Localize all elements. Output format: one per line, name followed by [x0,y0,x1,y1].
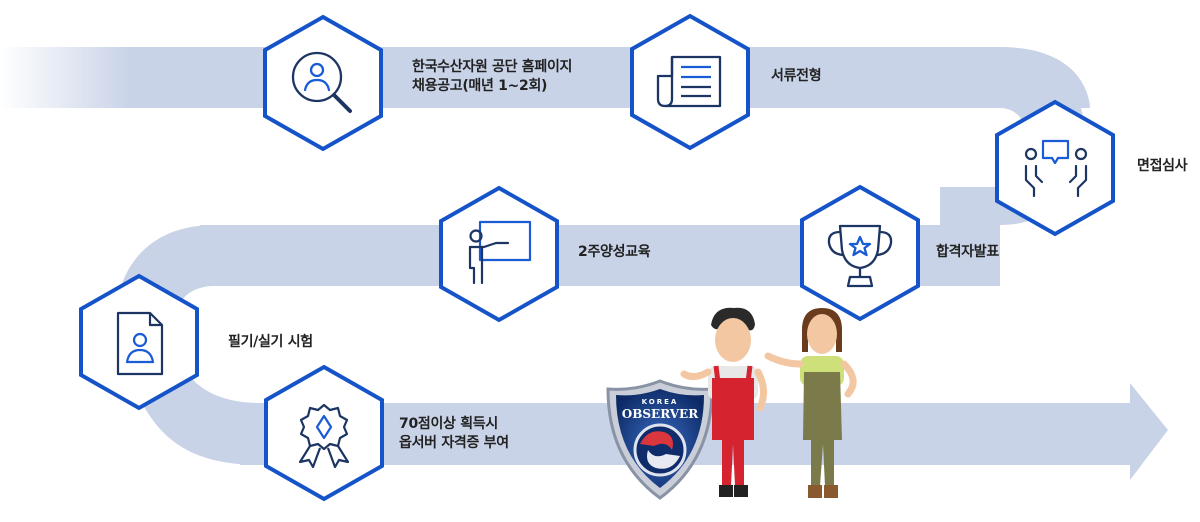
label-line: 필기/실기 시험 [228,333,313,352]
label-exam: 필기/실기 시험 [228,333,313,352]
label-line: 서류전형 [771,67,821,86]
emblem-top-text: KOREA [642,398,679,406]
female-boot-left [808,485,822,498]
label-line: 합격자발표 [936,243,999,262]
female-boot-right [824,485,838,498]
step-announce [802,187,918,319]
label-line: 2주양성교육 [578,243,650,262]
label-line: 한국수산자원 공단 홈페이지 [412,58,572,77]
male-face [715,318,751,362]
male-overall [712,378,754,486]
hex-node [802,187,918,319]
male-boot-right [734,485,748,497]
label-announce: 합격자발표 [936,243,999,262]
male-boot-left [719,485,733,497]
female-arm-left [768,356,800,364]
label-training: 2주양성교육 [578,243,650,262]
label-line: 채용공고(매년 1~2회) [412,77,572,96]
male-strap-right [748,366,750,382]
observer-emblem: KOREA OBSERVER [608,381,712,498]
male-arm-right [758,372,764,408]
label-line: 70점이상 획득시 [399,415,509,434]
male-strap-left [716,366,718,382]
hex-node [266,367,382,499]
female-arm-right [844,364,853,394]
step-training [441,188,557,320]
label-line: 면접심사 [1137,157,1187,176]
female-overall [803,372,842,486]
male-arm-left [684,372,708,377]
flow-track [0,47,1168,480]
step-certify [266,367,382,499]
label-interview: 면접심사 [1137,157,1187,176]
female-face [807,314,837,354]
label-recruit: 한국수산자원 공단 홈페이지 채용공고(매년 1~2회) [412,58,572,96]
hex-node [441,188,557,320]
label-certify: 70점이상 획득시 옵서버 자격증 부여 [399,415,509,453]
label-document: 서류전형 [771,67,821,86]
emblem-main-text: OBSERVER [622,407,699,421]
label-line: 옵서버 자격증 부여 [399,434,509,453]
